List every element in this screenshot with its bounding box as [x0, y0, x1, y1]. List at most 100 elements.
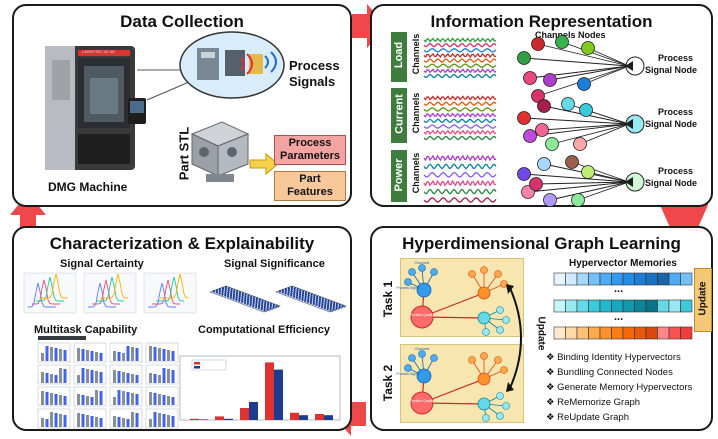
channel-node	[581, 41, 595, 55]
hypervector-cell	[634, 272, 647, 286]
bullet-icon: ❖	[546, 397, 555, 408]
multitask-bar	[50, 393, 53, 405]
multitask-bar	[117, 352, 121, 361]
channel-node	[500, 366, 508, 374]
multitask-bar	[167, 415, 170, 427]
process-signal-node	[477, 311, 491, 325]
multitask-bar	[54, 348, 58, 361]
certainty-plot-frame	[23, 272, 77, 314]
efficiency-legend-blue	[194, 366, 200, 369]
channel-node	[537, 99, 551, 113]
hypervector-cell	[599, 326, 612, 340]
multitask-bar	[131, 412, 134, 427]
process-signals-line1: Process	[289, 58, 340, 73]
channel-node	[408, 354, 416, 362]
certainty-curve	[100, 273, 129, 299]
hypervector-cell	[553, 299, 566, 313]
multitask-bar	[113, 397, 116, 405]
channel-node	[537, 157, 551, 171]
hypervector-cell	[657, 299, 670, 313]
efficiency-bar-blue	[249, 402, 258, 420]
stl-arrow	[249, 152, 279, 176]
multitask-bar	[122, 372, 125, 383]
feature-node	[410, 391, 434, 415]
multitask-bar	[63, 350, 67, 361]
signal-wave	[423, 188, 497, 195]
multitask-bar	[131, 347, 134, 361]
signal-significance-title: Signal Significance	[224, 258, 325, 270]
hypervector-cell	[668, 326, 681, 340]
multitask-bar	[54, 375, 58, 383]
signal-wave	[423, 37, 496, 43]
hypervector-cell	[622, 299, 635, 313]
multitask-bar	[99, 418, 103, 427]
multitask-bar	[77, 394, 80, 405]
efficiency-bar-red	[215, 416, 224, 420]
channel-node	[418, 350, 426, 358]
step-text: Binding Identity Hypervectors	[557, 352, 681, 363]
hypervector-cell	[657, 272, 670, 286]
data-collection-panel: Data Collection LASERTEC 65 3D DMG Machi…	[12, 4, 352, 207]
multitask-bar	[45, 419, 49, 427]
efficiency-bar-blue	[224, 418, 233, 420]
hypervector-cell	[680, 272, 693, 286]
signal-wave	[423, 179, 496, 187]
multitask-bar	[95, 352, 98, 361]
hypervector-cell	[611, 299, 624, 313]
signal-wave	[423, 163, 497, 170]
channel-node	[573, 137, 587, 151]
certainty-plot-frame	[83, 272, 137, 314]
significance-bars	[224, 286, 280, 308]
update-curve	[509, 287, 522, 389]
significance-bars	[278, 290, 334, 312]
multitask-bar	[131, 393, 134, 405]
signal-wave	[423, 101, 497, 107]
graph-edge	[549, 65, 630, 81]
step-item: ❖ Binding Identity Hypervectors	[546, 350, 692, 365]
feature-node-label: Position Quality	[410, 399, 435, 403]
ellipsis-2: ...	[614, 311, 624, 323]
step-item: ❖ Bundling Connected Nodes	[546, 365, 692, 380]
multitask-bar	[86, 369, 89, 383]
hypervector-cell	[645, 299, 658, 313]
step-item: ❖ ReMemorize Graph	[546, 395, 692, 410]
channel-node	[500, 280, 508, 288]
group-tag-power-text: Power	[393, 158, 405, 192]
group-sub-current: Channels	[411, 92, 421, 134]
efficiency-bar-red	[265, 362, 274, 420]
multitask-bar	[45, 346, 49, 361]
channel-node	[555, 35, 569, 49]
channel-node	[496, 392, 504, 400]
channels-nodes-label: Channels Nodes	[535, 30, 606, 40]
channel-node	[561, 97, 575, 111]
multitask-bar	[77, 413, 80, 427]
multitask-bar	[113, 416, 116, 427]
channel-node	[517, 51, 531, 65]
multitask-bar	[153, 347, 157, 361]
multitask-bar	[90, 351, 94, 361]
ellipsis-1: ...	[614, 283, 624, 295]
certainty-curve	[160, 273, 189, 299]
multitask-bar	[149, 419, 152, 427]
multitask-bar	[135, 413, 139, 427]
multitask-bar	[95, 390, 98, 405]
multitask-bar	[54, 394, 58, 405]
certainty-curve	[148, 282, 176, 308]
hypervector-cell	[565, 272, 578, 286]
multitask-bar	[162, 395, 166, 405]
hypervector-cell	[634, 326, 647, 340]
channel-node	[577, 77, 591, 91]
hypervector-cell	[668, 272, 681, 286]
certainty-curve	[27, 282, 56, 308]
process-parameters-line2: Parameters	[280, 150, 340, 162]
multitask-bar	[158, 375, 161, 383]
process-signal-node	[477, 397, 491, 411]
hypervector-cell	[553, 272, 566, 286]
multitask-bar	[162, 349, 166, 361]
process-node-label-2a: Process	[658, 107, 694, 117]
multitask-bar	[117, 371, 121, 383]
panel-title: Hyperdimensional Graph Learning	[402, 234, 681, 253]
signal-wave	[423, 42, 497, 48]
multitask-bar	[63, 415, 67, 427]
dmg-machine-image	[45, 46, 146, 170]
